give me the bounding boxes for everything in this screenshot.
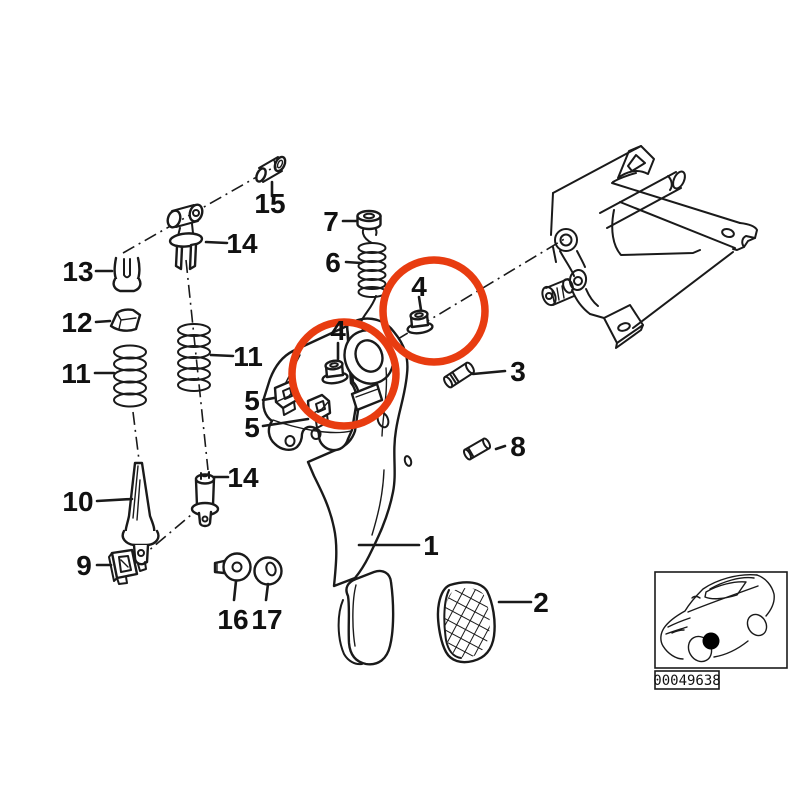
- part-grommet-16: [213, 552, 252, 582]
- leader-lines: [93, 180, 533, 604]
- callout-labels: 1 2 3 4 4 5 5 6 7 8 9 10 11 11 12 13 14 …: [61, 188, 549, 635]
- callout-5a[interactable]: 5: [244, 385, 260, 416]
- callout-11a[interactable]: 11: [61, 358, 91, 389]
- callout-17[interactable]: 17: [251, 604, 282, 635]
- part-nut-7: [356, 209, 382, 231]
- part-bushing-4-left: [321, 359, 349, 385]
- callout-16[interactable]: 16: [217, 604, 248, 635]
- callout-13[interactable]: 13: [62, 256, 93, 287]
- part-pedal-support-bracket: [541, 145, 758, 349]
- car-location-inset: 00049638: [653, 571, 788, 690]
- callout-7[interactable]: 7: [323, 206, 339, 237]
- part-washer-17: [253, 556, 283, 586]
- callout-5b[interactable]: 5: [244, 412, 260, 443]
- part-code-box: [654, 670, 720, 690]
- callout-14b[interactable]: 14: [227, 462, 259, 493]
- part-code: 00049638: [653, 673, 720, 689]
- highlight-circles: [288, 256, 489, 430]
- part-spring-11-left: [113, 344, 147, 408]
- part-pushrod-14-top: [166, 203, 204, 271]
- callout-6[interactable]: 6: [325, 247, 341, 278]
- location-dot: [702, 632, 720, 650]
- part-fork-clip-13: [112, 256, 142, 293]
- part-bushing-4-right: [406, 309, 434, 335]
- part-clip-12: [109, 308, 142, 332]
- part-clip-9: [108, 548, 139, 585]
- callout-8[interactable]: 8: [510, 431, 526, 462]
- callout-11b[interactable]: 11: [233, 341, 263, 372]
- part-pin-15: [255, 155, 287, 183]
- part-pedal-pad: [436, 581, 496, 664]
- callout-3[interactable]: 3: [510, 356, 526, 387]
- callout-10[interactable]: 10: [62, 486, 93, 517]
- part-pin-3: [443, 361, 475, 389]
- car-location-icon: [660, 573, 775, 663]
- part-spring-11-right: [177, 323, 211, 392]
- part-pin-8: [462, 437, 492, 461]
- part-rod-10: [121, 461, 160, 572]
- part-pedal-arm: [262, 317, 413, 666]
- highlight-circle-left: [288, 318, 400, 430]
- callout-1[interactable]: 1: [423, 530, 439, 561]
- leader-14-top: [204, 240, 229, 245]
- callout-2[interactable]: 2: [533, 587, 549, 618]
- callout-12[interactable]: 12: [61, 307, 92, 338]
- callout-4a[interactable]: 4: [330, 315, 346, 346]
- part-sleeve-14-bottom: [190, 471, 220, 528]
- callout-15[interactable]: 15: [254, 188, 285, 219]
- callout-4b[interactable]: 4: [411, 271, 427, 302]
- callout-9[interactable]: 9: [76, 550, 92, 581]
- highlight-circle-right: [379, 256, 489, 366]
- callout-14a[interactable]: 14: [226, 228, 258, 259]
